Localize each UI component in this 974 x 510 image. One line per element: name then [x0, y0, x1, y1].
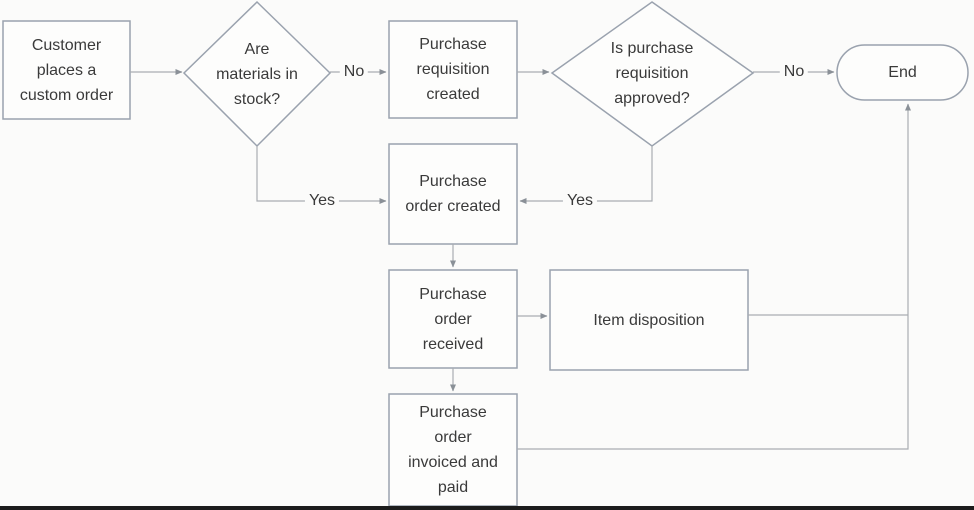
- process-purchase-requisition-created: [388, 20, 518, 119]
- process-purchase-order-invoiced: [388, 393, 518, 507]
- decision-requisition-approved: [550, 1, 755, 147]
- process-customer-order: [2, 20, 131, 120]
- connector-materials-yes-to-po-created: [256, 146, 387, 204]
- edge-label-yes-approved: Yes: [562, 191, 598, 211]
- edge-label-no-materials: No: [339, 62, 369, 82]
- edge-label-no-approved: No: [779, 62, 809, 82]
- process-item-disposition: [549, 269, 749, 371]
- connector-po-invoiced-to-end: [517, 103, 911, 450]
- edge-label-yes-materials: Yes: [304, 191, 340, 211]
- terminator-end: [836, 44, 969, 101]
- decision-materials-in-stock: [182, 0, 332, 148]
- process-purchase-order-received: [388, 269, 518, 369]
- process-purchase-order-created: [388, 143, 518, 245]
- bottom-edge-bar: [0, 506, 974, 510]
